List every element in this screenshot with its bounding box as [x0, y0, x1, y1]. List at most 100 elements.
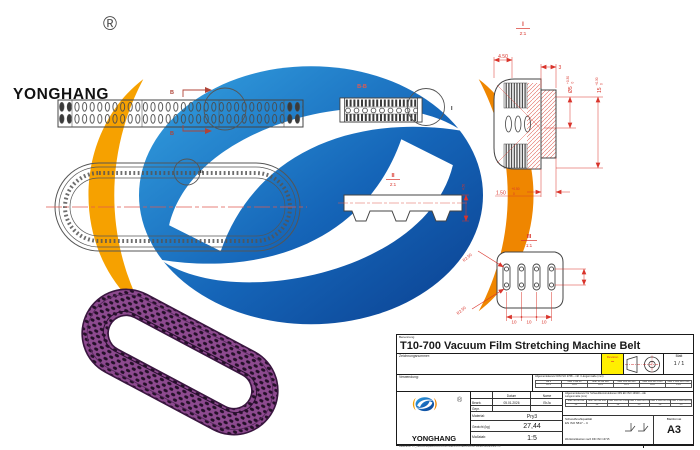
bearb-label: Bearb.: [471, 399, 493, 406]
dim-15: 15 +0.30 0: [595, 77, 604, 93]
view-detail-i: I 2:1: [493, 22, 604, 197]
tolerance2-header: Allgemeintoleranz für Schweißkonstruktio…: [565, 391, 646, 395]
sheet-label: Blatt: [675, 354, 683, 358]
gepr-label: Gepr.: [471, 406, 493, 412]
scale-value: 1:5: [527, 434, 537, 442]
tol2-range: über 400 bis 1 000: [607, 399, 629, 404]
datum-label: Datum: [493, 392, 531, 399]
detail-circle-strip: [203, 87, 247, 131]
projection-symbol-cell: [624, 354, 664, 375]
projection-symbol-icon: [625, 355, 661, 374]
tolerance-table-1: Allgemeintoleranz DIN ISO 2768 – mK / Lä…: [533, 375, 694, 392]
detail-iii-scale: 1:1: [526, 243, 533, 248]
material-value: Pry3: [526, 414, 538, 420]
view-section-bb: B-B I: [339, 84, 453, 126]
brand-name: YONGHANG: [13, 86, 109, 103]
name-label: Name: [542, 393, 552, 398]
weight-label: Gewicht (kg): [472, 424, 490, 429]
tol2-range: über 2 000 bis 4 000: [649, 399, 671, 404]
dim-r250-top: R2.50: [461, 252, 473, 263]
detail-circle-ii: [173, 158, 201, 186]
edges-note: Werkstückkanten nach DIN ISO 13715: [565, 438, 610, 441]
tol1-range: über 1 000 bis 2 000: [665, 379, 692, 384]
svg-text:1.50: 1.50: [496, 191, 506, 197]
drawing-title: T10-700 Vacuum Film Stretching Machine B…: [400, 340, 641, 352]
scale-label: Maßstab:: [472, 435, 487, 439]
detail-iii-label: III: [527, 234, 532, 240]
svg-text:0: 0: [513, 192, 515, 196]
weld-quality-line1: Schweißnahtqualität: [565, 417, 593, 421]
tol2-range: über 4 000 bis 8 000: [670, 399, 692, 404]
dim-4-50: 4.50: [498, 54, 508, 60]
view-belt-loop: II: [46, 158, 307, 252]
edge-condition-icons: [625, 423, 649, 432]
sheet-value: 1 / 1: [673, 360, 685, 367]
bearb-date: 05.01.2026: [493, 399, 531, 406]
tol2-value: ±5: [670, 402, 692, 407]
dim-10-b: 10: [526, 320, 532, 325]
tol2-value: ±2: [607, 402, 629, 407]
view-belt-strip: B B: [57, 87, 304, 137]
brand-name-small: YONGHANG: [412, 434, 456, 443]
detail-marker-ii: II: [200, 169, 203, 175]
bearb-name: EbJa: [543, 400, 551, 405]
svg-text:15: 15: [597, 87, 603, 93]
revision-value: –: [610, 359, 615, 365]
dim-1-50: 1.50 +0.50 0: [496, 187, 520, 197]
weight-value: 27,44: [523, 423, 541, 430]
dim-dia5: Ø5 +0.30 0: [566, 76, 575, 93]
filename-text: Dateiname: C:\_VaultWorkspace\DATA\PASCH…: [399, 444, 501, 448]
svg-text:+0.30: +0.30: [566, 76, 570, 84]
section-label-b-top: B: [170, 90, 174, 96]
view-detail-iii: III 1:1 R2.50 R2.50: [455, 234, 587, 325]
tolerance-and-format: Allgemeintoleranz für Schweißkonstruktio…: [563, 392, 694, 444]
material-label: Material:: [472, 413, 486, 418]
tol2-range: über 120 bis 400: [586, 399, 608, 404]
dim-3: 3: [559, 65, 562, 71]
title-block-logo-cell: ® YONGHANG: [397, 392, 471, 444]
tol1-value: ±0.8: [639, 383, 666, 388]
tol1-value: ±0.2: [561, 383, 588, 388]
svg-text:Ø5: Ø5: [568, 86, 574, 93]
tol1-value: ±0.5: [613, 383, 640, 388]
section-arrow-bottom: B: [170, 125, 212, 137]
svg-text:+0.50: +0.50: [512, 187, 520, 191]
view-detail-ii: II 2:1 4.50: [338, 173, 469, 222]
tol2-range: über 1 000 bis 2 000: [628, 399, 650, 404]
revision-cell: Revision –: [602, 354, 624, 375]
weld-quality-cell: Schweißnahtqualität EN ISO 5817 – C Werk…: [563, 416, 654, 444]
detail-i-dimension-lines: [493, 57, 603, 197]
section-bb-label: B-B: [357, 84, 367, 90]
benennung-label: Benennung: [399, 335, 415, 339]
tol2-value: ±1: [565, 402, 587, 407]
registered-mark: ®: [103, 14, 117, 35]
title-block: Benennung T10-700 Vacuum Film Stretching…: [396, 334, 694, 448]
tol2-value: ±1: [586, 402, 608, 407]
registered-mark-small: ®: [457, 396, 463, 404]
detail-ii-dimension: [462, 194, 469, 222]
format-cell: Blattformat A3: [654, 416, 694, 444]
weld-quality-line2: EN ISO 5817 – C: [565, 421, 589, 425]
revision-label: Revision: [606, 355, 619, 359]
tol1-value: ±0.3: [587, 383, 614, 388]
detail-i-scale: 2:1: [520, 31, 527, 37]
tolerance2-header2: Längenmaße (mm): [565, 394, 588, 398]
dim-10-a: 10: [511, 320, 517, 325]
belt-3d-render: [81, 288, 279, 436]
section-arrow-top: B: [170, 87, 212, 97]
tolerance-table-2: Allgemeintoleranz für Schweißkonstruktio…: [563, 392, 694, 416]
detail-circle-i: [407, 88, 445, 126]
detail-marker-i: I: [451, 106, 453, 112]
format-label: Blattformat: [666, 416, 682, 421]
approval-fields: Datum Name Bearb. 05.01.2026 EbJa Gepr. …: [471, 392, 563, 444]
svg-text:+0.30: +0.30: [595, 77, 599, 85]
detail-ii-scale: 2:1: [390, 182, 397, 187]
format-value: A3: [666, 423, 682, 436]
tol2-value: ±3: [628, 402, 650, 407]
drawing-number-label: Zeichnungsnummer:: [399, 354, 430, 358]
tol1-value: ±0.1: [535, 383, 562, 388]
svg-text:0: 0: [600, 83, 604, 85]
dim-10-c: 10: [541, 320, 547, 325]
tol2-value: ±4: [649, 402, 671, 407]
detail-ii-label: II: [391, 173, 395, 179]
